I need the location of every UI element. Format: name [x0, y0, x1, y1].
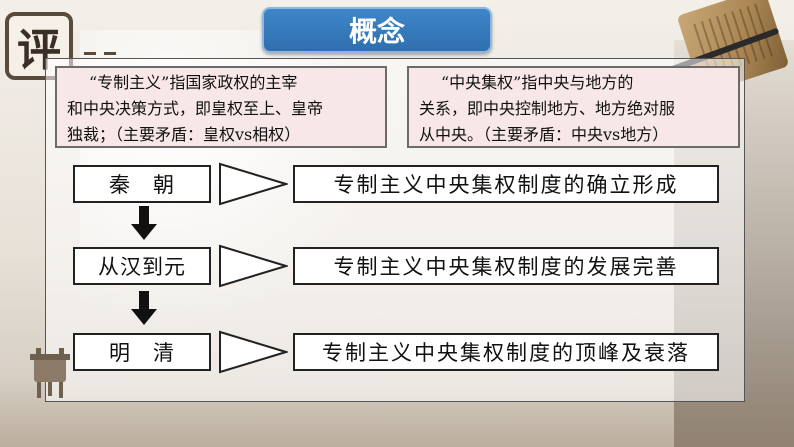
concept-line: “中央集权”指中央与地方的: [441, 73, 634, 92]
desc-ming-qing: 专制主义中央集权制度的顶峰及衰落: [293, 333, 719, 371]
arrow-down-icon: [131, 206, 157, 240]
concept-line: “专制主义”指国家政权的主宰: [89, 73, 298, 92]
badge-dash: [84, 52, 96, 55]
period-han-yuan: 从汉到元: [73, 247, 211, 285]
chevron-right-icon: [219, 244, 288, 288]
period-ming-qing: 明 清: [73, 333, 211, 371]
period-qin: 秦 朝: [73, 165, 211, 203]
concept-line: 和中央决策方式，即皇权至上、皇帝: [67, 99, 324, 118]
arrow-down-icon: [131, 291, 157, 325]
concept-box-centralization: “中央集权”指中央与地方的 关系，即中央控制地方、地方绝对服 从中央。（主要矛盾…: [407, 66, 740, 148]
concept-line: 独裁；（主要矛盾：皇权vs相权）: [67, 125, 301, 144]
chevron-right-icon: [219, 162, 288, 206]
concept-box-despotism: “专制主义”指国家政权的主宰 和中央决策方式，即皇权至上、皇帝 独裁；（主要矛盾…: [55, 66, 387, 148]
badge-dash: [104, 52, 116, 55]
desc-qin: 专制主义中央集权制度的确立形成: [293, 165, 719, 203]
desc-han-yuan: 专制主义中央集权制度的发展完善: [293, 247, 719, 285]
page-title: 概念: [262, 7, 492, 53]
concept-line: 从中央。（主要矛盾：中央vs地方）: [419, 125, 669, 144]
bronze-ding-icon: [30, 348, 70, 398]
concept-line: 关系，即中央控制地方、地方绝对服: [419, 99, 676, 118]
chevron-right-icon: [219, 330, 288, 374]
